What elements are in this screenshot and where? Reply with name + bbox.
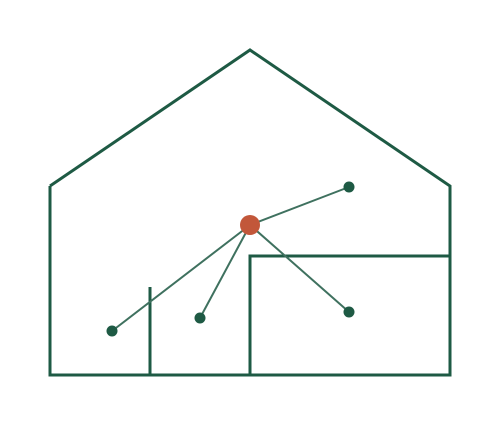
- room-right-wall: [248, 254, 450, 375]
- hub-node: [240, 215, 260, 235]
- node-top-right: [343, 181, 355, 193]
- connector-center-bottom: [199, 224, 251, 319]
- node-left-bottom: [106, 325, 118, 337]
- connector-bottom-right: [249, 224, 350, 313]
- house-outline: [48, 48, 452, 377]
- nodes: [106, 181, 355, 337]
- connectors: [111, 186, 350, 332]
- node-bottom-right: [343, 306, 355, 318]
- connector-left-bottom: [111, 224, 251, 332]
- connector-top-right: [249, 186, 350, 226]
- node-center-bottom: [194, 312, 206, 324]
